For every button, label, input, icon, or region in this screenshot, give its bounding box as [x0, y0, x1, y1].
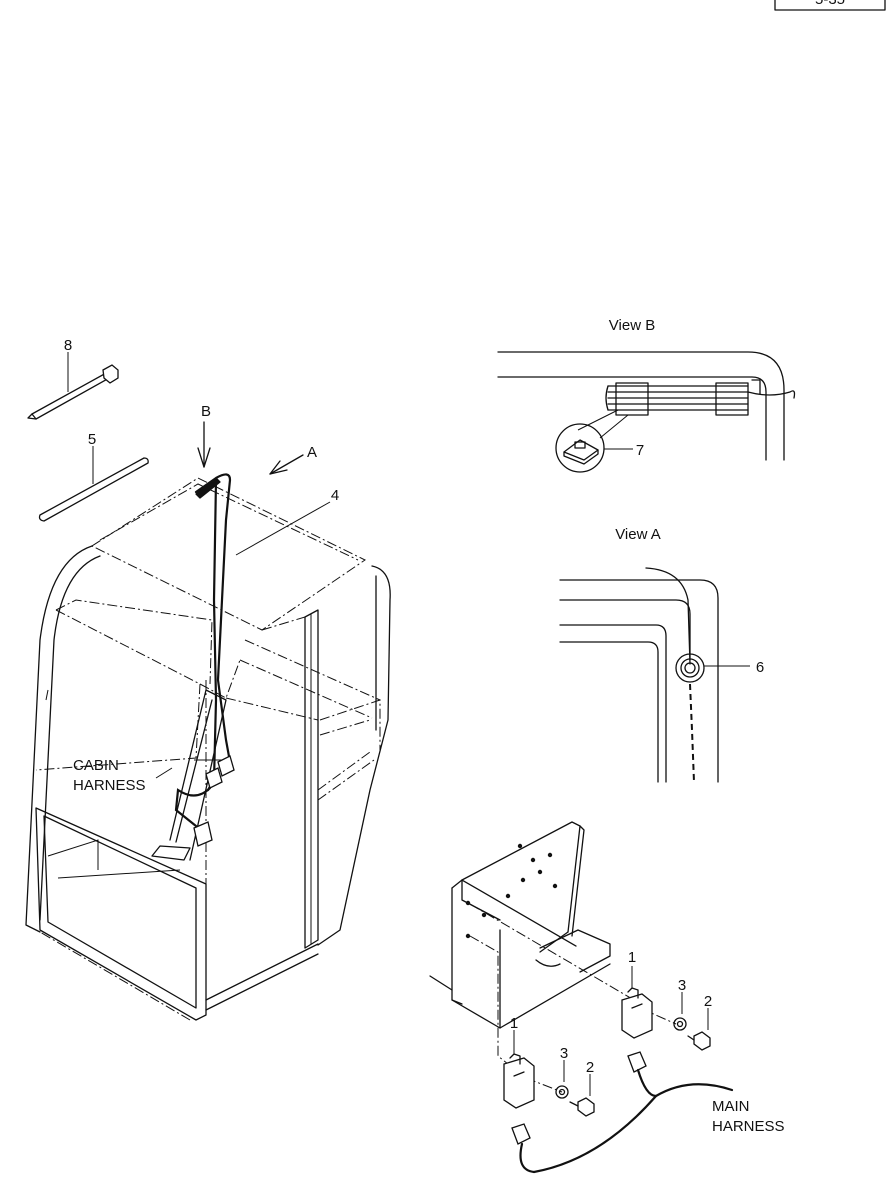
callout-1-upper: 1 [628, 949, 636, 966]
page-number-box: 5-35 [774, 0, 886, 11]
view-a-detail: View A 6 [559, 526, 764, 783]
callout-2-upper: 2 [704, 993, 712, 1010]
cabin-harness-label-line2: HARNESS [73, 777, 146, 794]
cabin-frame [25, 477, 391, 1021]
callout-5: 5 [88, 431, 96, 448]
callout-2-lower: 2 [586, 1059, 594, 1076]
main-harness-label-line1: MAIN [712, 1098, 750, 1115]
view-b-arrow: B [197, 403, 211, 468]
main-harness: MAIN HARNESS [511, 1051, 785, 1174]
callout-6: 6 [756, 659, 764, 676]
callout-3-lower: 3 [560, 1045, 568, 1062]
part-5-strip: 5 [38, 431, 149, 522]
callout-7: 7 [636, 442, 644, 459]
callout-4: 4 [331, 487, 339, 504]
callout-1-lower: 1 [510, 1015, 518, 1032]
callout-3-upper: 3 [678, 977, 686, 994]
arrow-a-label: A [307, 444, 317, 461]
cabin-harness-label-line1: CABIN [73, 757, 119, 774]
arrow-b-label: B [201, 403, 211, 420]
callout-8: 8 [64, 337, 72, 354]
relay-upper: 1 3 2 [621, 949, 712, 1051]
part-8-cable-tie: 8 [27, 337, 119, 420]
view-b-title: View B [609, 317, 655, 334]
view-b-detail: View B 7 [497, 317, 796, 473]
relay-bracket-assembly [429, 821, 677, 1093]
cabin-harness: 4 CABIN HARNESS [73, 473, 339, 847]
view-a-arrow: A [269, 444, 317, 475]
view-a-title: View A [615, 526, 661, 543]
page-number: 5-35 [815, 0, 845, 8]
main-harness-label-line2: HARNESS [712, 1118, 785, 1135]
relay-lower: 1 3 2 [503, 1015, 595, 1117]
